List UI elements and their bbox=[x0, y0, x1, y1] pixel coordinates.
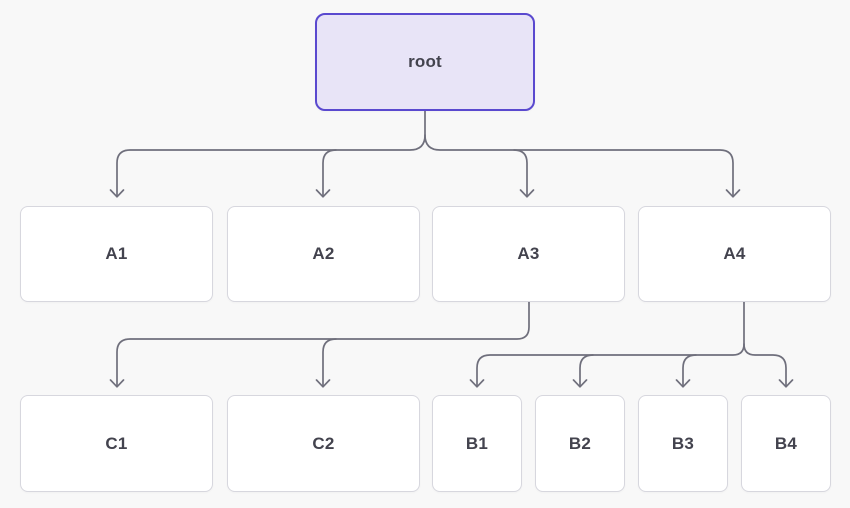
edge-a3-c1 bbox=[116, 299, 530, 387]
edge-root-a4 bbox=[424, 134, 734, 197]
arrowhead-a4 bbox=[725, 189, 741, 198]
node-a1[interactable]: A1 bbox=[20, 206, 213, 302]
edge-a4-b3 bbox=[682, 354, 697, 387]
arrowhead-a3 bbox=[519, 189, 535, 198]
node-b4-label: B4 bbox=[774, 433, 798, 453]
node-b1[interactable]: B1 bbox=[432, 395, 522, 492]
node-a3-label: A3 bbox=[517, 244, 540, 263]
arrowhead-b3 bbox=[675, 379, 691, 388]
node-b2[interactable]: B2 bbox=[535, 395, 625, 492]
node-b2-label: B2 bbox=[568, 433, 592, 453]
arrowhead-a2 bbox=[315, 189, 331, 198]
edge-root-a3 bbox=[513, 149, 528, 197]
edge-root-a2 bbox=[322, 149, 337, 197]
node-b4[interactable]: B4 bbox=[741, 395, 831, 492]
arrowhead-a1 bbox=[109, 189, 125, 198]
node-a2[interactable]: A2 bbox=[227, 206, 420, 302]
arrowhead-b1 bbox=[469, 379, 485, 388]
arrowhead-c1 bbox=[109, 379, 125, 388]
node-c1-label: C1 bbox=[105, 433, 128, 453]
node-root[interactable]: root bbox=[315, 13, 535, 111]
edge-a4-b2 bbox=[579, 354, 594, 387]
edge-a4-b1 bbox=[476, 299, 745, 387]
node-b3[interactable]: B3 bbox=[638, 395, 728, 492]
node-c1[interactable]: C1 bbox=[20, 395, 213, 492]
edge-a3-c2 bbox=[322, 338, 337, 387]
node-c2-label: C2 bbox=[312, 433, 335, 453]
node-b3-label: B3 bbox=[671, 433, 695, 453]
node-root-label: root bbox=[408, 52, 442, 71]
arrowhead-b4 bbox=[778, 379, 794, 388]
node-a3[interactable]: A3 bbox=[432, 206, 625, 302]
node-a4[interactable]: A4 bbox=[638, 206, 831, 302]
edge-root-a1 bbox=[116, 110, 426, 197]
arrowhead-b2 bbox=[572, 379, 588, 388]
node-b1-label: B1 bbox=[465, 433, 489, 453]
node-a1-label: A1 bbox=[105, 244, 128, 263]
node-c2[interactable]: C2 bbox=[227, 395, 420, 492]
edge-a4-b4 bbox=[743, 343, 787, 387]
arrowhead-c2 bbox=[315, 379, 331, 388]
node-a2-label: A2 bbox=[312, 244, 335, 263]
node-a4-label: A4 bbox=[723, 244, 746, 263]
